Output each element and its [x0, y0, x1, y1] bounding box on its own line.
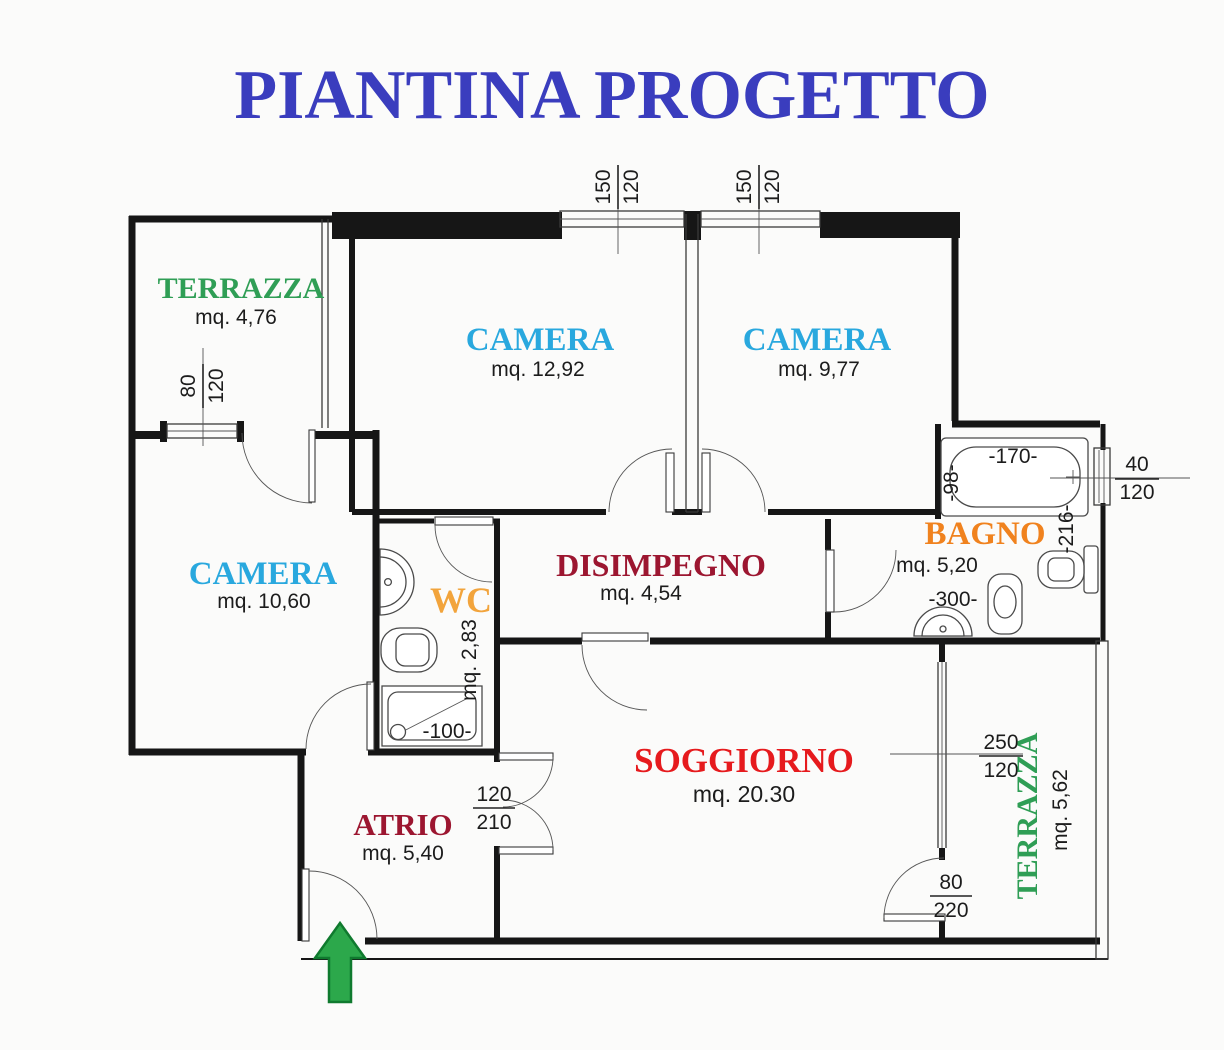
room-label-camera-left: CAMERA [189, 556, 338, 592]
windows [160, 210, 1111, 848]
walls [128, 211, 1109, 960]
toilet-wc [380, 627, 438, 673]
room-area-bagno: mq. 5,20 [896, 554, 978, 577]
dim-tub-width: -98- [940, 464, 963, 501]
svg-text:-216-: -216- [1055, 504, 1078, 553]
dim-window-soggiorno-terrazza: 250 120 [979, 731, 1023, 782]
svg-text:250: 250 [983, 731, 1018, 754]
door-camera-mid [608, 448, 675, 513]
door-camera-right [701, 448, 766, 513]
dim-bagno-width: -300- [928, 588, 977, 611]
window-soggiorno-terrazza [937, 662, 947, 848]
svg-text:mq. 5,62: mq. 5,62 [1049, 769, 1072, 851]
room-label-camera-right: CAMERA [743, 322, 892, 358]
room-area-terrazza-bottom: mq. 5,62 [1049, 769, 1072, 851]
dim-window-bagno: 40 120 [1115, 453, 1159, 504]
entrance-arrow [312, 920, 368, 1004]
door-wc [434, 516, 494, 583]
door-bagno [825, 549, 897, 613]
window-terrazza-camera [160, 421, 244, 442]
svg-text:TERRAZZA: TERRAZZA [1011, 732, 1044, 899]
room-label-wc: WC [430, 580, 492, 620]
dim-door-soggiorno-terrazza: 80 220 [930, 871, 972, 922]
sink-wc [379, 548, 415, 616]
svg-text:80: 80 [939, 871, 962, 894]
room-label-atrio: ATRIO [353, 807, 452, 842]
window-top-right [700, 210, 821, 228]
svg-text:120: 120 [983, 759, 1018, 782]
sink-bagno [913, 606, 973, 637]
room-label-bagno: BAGNO [924, 516, 1045, 552]
dim-tub-length: -170- [988, 445, 1037, 468]
svg-text:mq. 2,83: mq. 2,83 [458, 619, 481, 701]
page-title: PIANTINA PROGETTO [234, 57, 989, 134]
door-disimpegno-soggiorno [581, 632, 649, 711]
svg-text:150: 150 [592, 169, 615, 204]
door-soggiorno-terrazza [883, 857, 946, 922]
svg-text:120: 120 [205, 368, 228, 403]
bidet [987, 573, 1023, 635]
dim-window-top-right: 150 120 [733, 165, 784, 209]
room-label-terrazza-bottom: TERRAZZA [1011, 732, 1044, 899]
toilet-bagno [1037, 545, 1099, 594]
dim-window-top-left: 150 120 [592, 165, 643, 209]
room-area-atrio: mq. 5,40 [362, 842, 444, 865]
room-area-wc: mq. 2,83 [458, 619, 481, 701]
svg-text:120: 120 [761, 169, 784, 204]
svg-text:120: 120 [1119, 481, 1154, 504]
window-bagno [1093, 447, 1111, 506]
room-area-camera-left: mq. 10,60 [217, 590, 310, 613]
svg-text:120: 120 [620, 169, 643, 204]
svg-text:80: 80 [177, 374, 200, 397]
door-terrazza-camera [241, 429, 316, 504]
svg-text:40: 40 [1125, 453, 1148, 476]
room-area-camera-right: mq. 9,77 [778, 358, 860, 381]
svg-text:220: 220 [933, 899, 968, 922]
svg-text:150: 150 [733, 169, 756, 204]
fixtures [379, 437, 1099, 747]
room-label-soggiorno: SOGGIORNO [634, 741, 854, 780]
door-camera-left-atrio [305, 681, 375, 751]
room-area-camera-mid: mq. 12,92 [491, 358, 584, 381]
entrance-door [301, 868, 378, 942]
bathtub [940, 437, 1089, 517]
svg-text:120: 120 [476, 783, 511, 806]
doors [241, 429, 946, 942]
room-label-terrazza-top: TERRAZZA [158, 272, 325, 305]
room-area-disimpegno: mq. 4,54 [600, 582, 682, 605]
shower [381, 685, 483, 747]
dim-window-terrazza: 80 120 [177, 364, 228, 408]
double-door-atrio-soggiorno [498, 752, 554, 855]
dim-bagno-depth: -216- [1055, 504, 1078, 553]
window-top-left [559, 210, 685, 228]
svg-text:-98-: -98- [940, 464, 963, 501]
room-label-disimpegno: DISIMPEGNO [556, 547, 766, 583]
room-label-camera-mid: CAMERA [466, 322, 615, 358]
room-labels: TERRAZZA mq. 4,76 CAMERA mq. 12,92 CAMER… [158, 272, 1072, 899]
dim-door-atrio-soggiorno: 120 210 [473, 783, 515, 834]
dim-shower: -100- [422, 720, 471, 743]
room-area-soggiorno: mq. 20.30 [693, 781, 795, 807]
dimension-annotations: 150 120 150 120 80 120 40 120 -170- -98-… [177, 165, 1190, 922]
svg-text:210: 210 [476, 811, 511, 834]
room-area-terrazza-top: mq. 4,76 [195, 306, 277, 329]
